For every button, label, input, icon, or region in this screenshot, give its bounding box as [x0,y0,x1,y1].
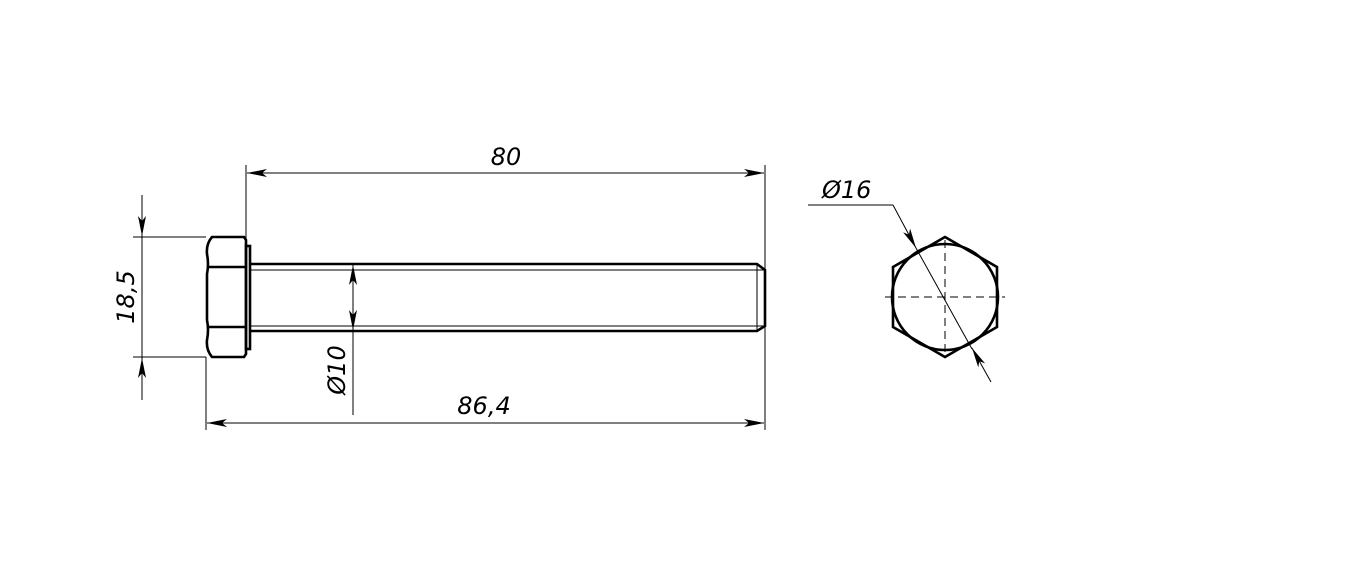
bolt-head [205,235,248,359]
hex-outline [891,235,999,359]
bolt-end-view [885,235,1005,359]
dimension-shank-diameter: Ø10 [323,265,357,415]
dimension-label: 18,5 [112,270,140,323]
bolt-shank [250,262,767,333]
dimension-shank-length: 80 [245,143,766,430]
dimension-label: 80 [491,143,522,171]
dimension-total-length: 86,4 [205,357,764,430]
bolt-side-view [205,235,767,359]
dimension-label: Ø16 [821,176,871,204]
dimension-label: 86,4 [457,392,510,420]
dimension-head-height: 18,5 [112,195,206,400]
dimension-head-diameter: Ø16 [808,176,992,383]
dimension-label: Ø10 [323,345,351,395]
washer-face [244,244,252,351]
